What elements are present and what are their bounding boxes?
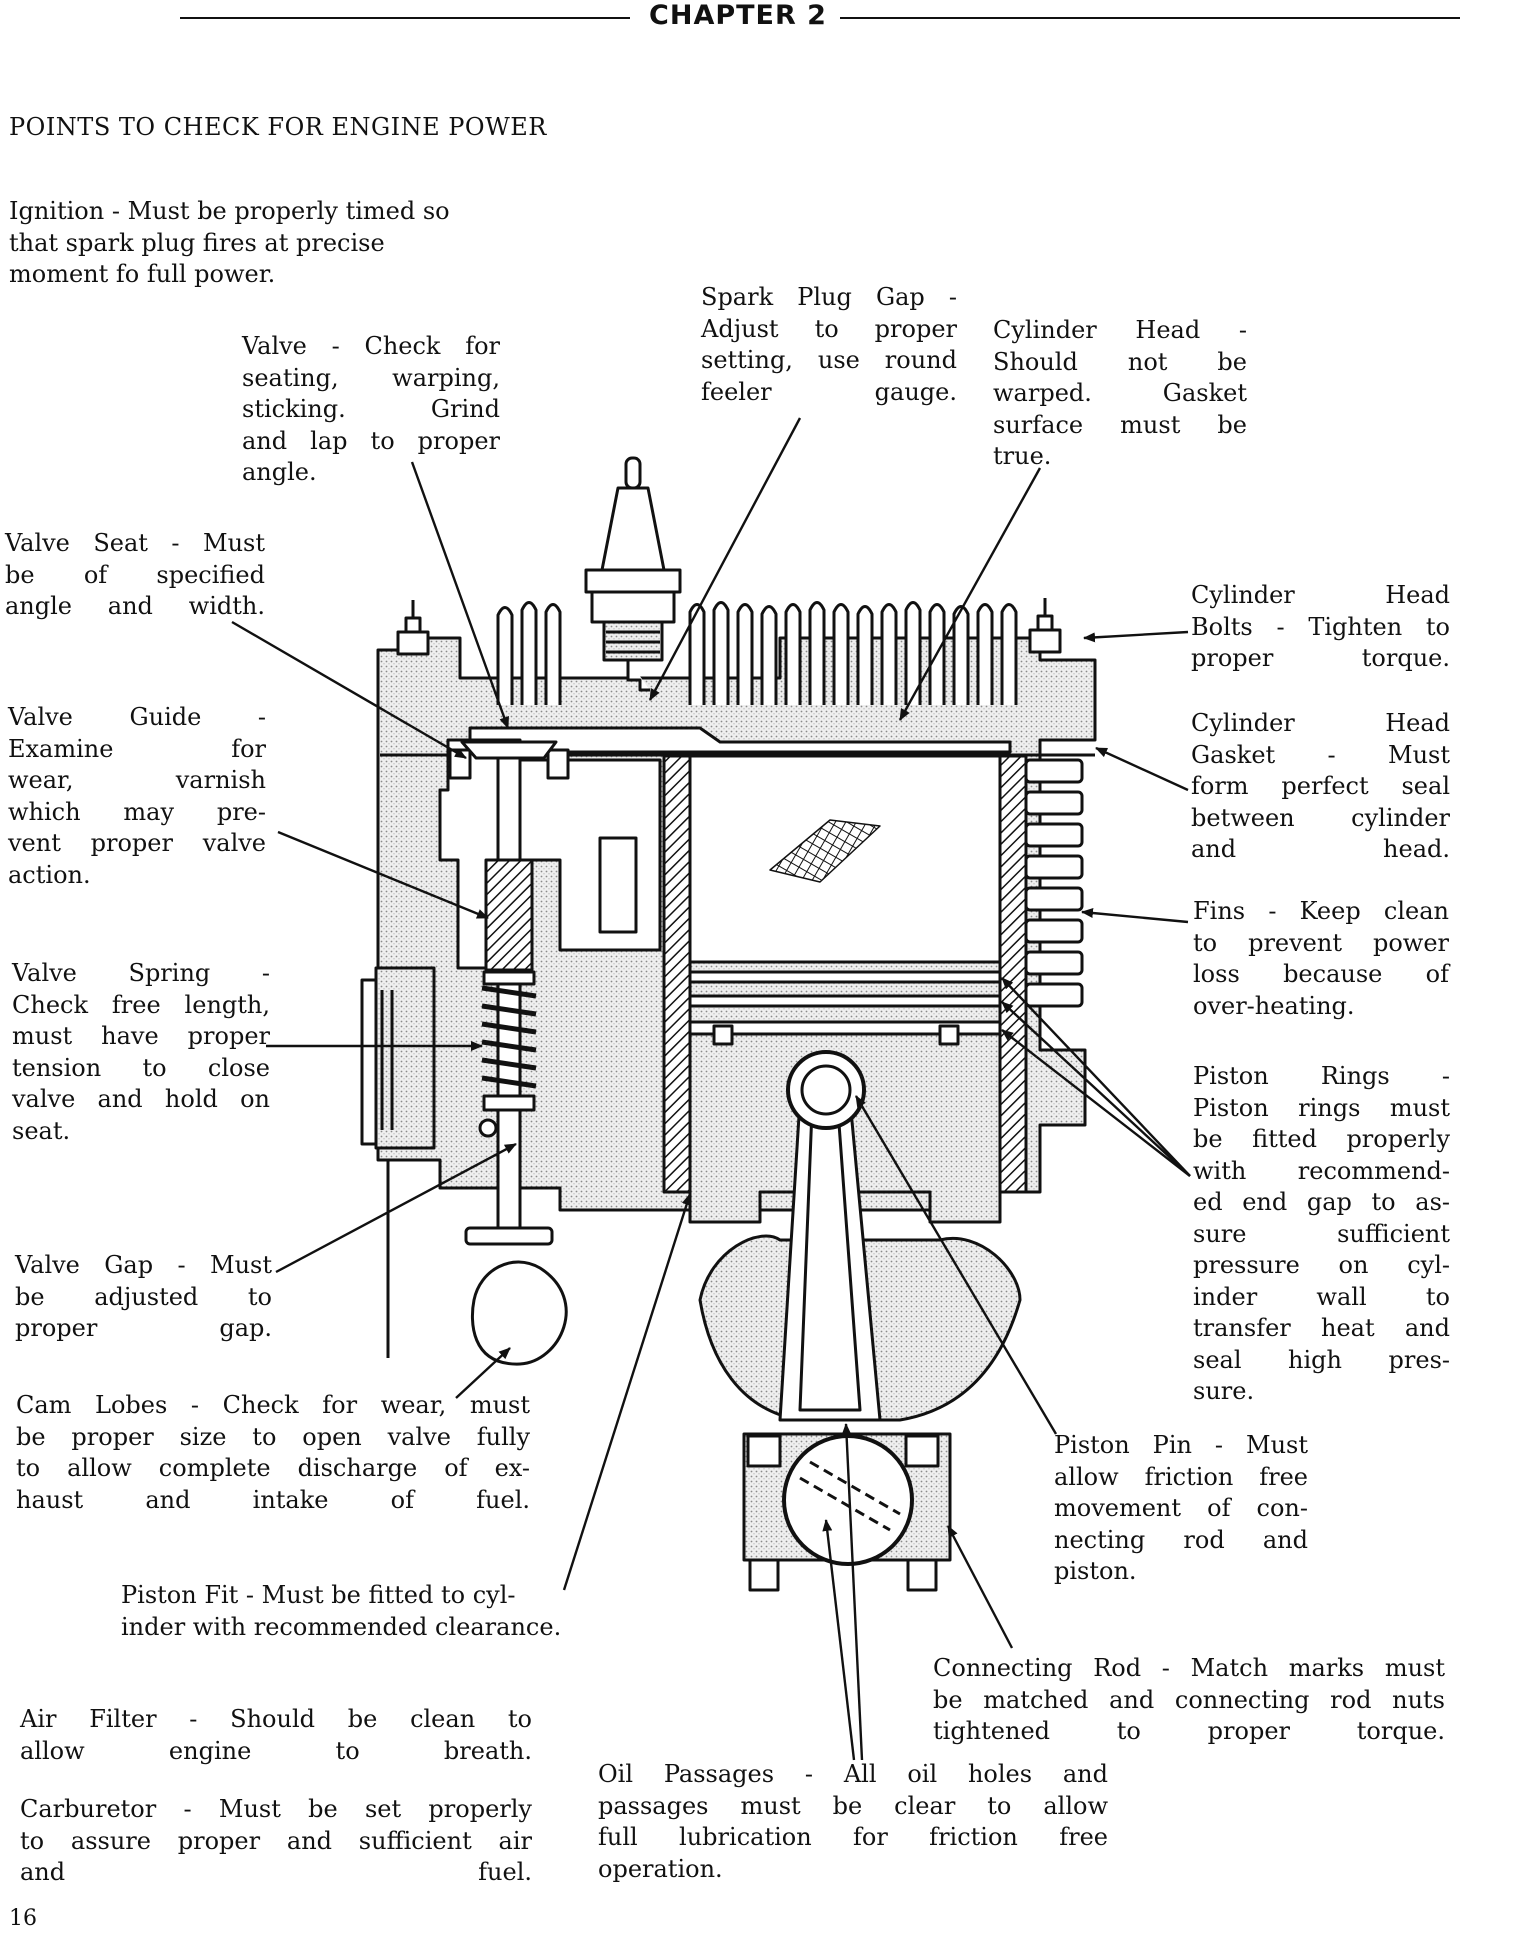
spark-plug [584, 456, 682, 692]
leader-cylinder-head [898, 467, 1042, 721]
header-rule-left [180, 17, 630, 19]
head-bolt-right [1028, 598, 1062, 654]
side-cooling-fins [1024, 758, 1084, 1008]
note-piston-fit: Piston Fit - Must be fitted to cyl- inde… [121, 1581, 562, 1641]
note-valve-seat: Valve Seat - Must be of specified angle … [5, 529, 265, 620]
chapter-title: CHAPTER 2 [649, 0, 827, 31]
leader-piston-rings-1 [1001, 977, 1191, 1177]
tappet [496, 1150, 522, 1232]
leader-oil-passages-1 [822, 1519, 856, 1761]
cylinder-wall-right [998, 754, 1028, 1194]
leader-cam-lobes [455, 1347, 511, 1399]
leader-valve-seat [231, 620, 467, 760]
valve-seat-right [546, 748, 570, 780]
leader-valve-guide [277, 830, 489, 920]
leader-piston-pin [854, 1095, 1058, 1435]
note-valve-gap: Valve Gap - Must be adjusted to proper g… [15, 1251, 272, 1342]
leader-piston-rings-3 [1001, 1029, 1191, 1177]
valve-head [460, 740, 558, 760]
cam-lobe [470, 1260, 568, 1366]
rod-nuts [746, 1434, 940, 1592]
leader-oil-passages-2 [841, 1423, 864, 1761]
note-fins: Fins - Keep clean to prevent power loss … [1193, 897, 1449, 1020]
leader-head-bolts [1083, 630, 1189, 643]
note-piston-rings: Piston Rings - Piston rings must be fitt… [1193, 1062, 1450, 1405]
page-title: POINTS TO CHECK FOR ENGINE POWER [9, 113, 547, 141]
cylinder-head-fins [496, 601, 1018, 705]
cylinder-wall-left [662, 754, 692, 1194]
note-valve-guide: Valve Guide - Examine for wear, varnish … [8, 703, 266, 889]
note-cam-lobes: Cam Lobes - Check for wear, must be prop… [16, 1391, 530, 1514]
note-cylinder-head-gasket: Cylinder Head Gasket - Must form perfect… [1191, 709, 1450, 863]
note-cylinder-head: Cylinder Head - Should not be warped. Ga… [993, 316, 1247, 470]
note-carburetor: Carburetor - Must be set properly to ass… [20, 1795, 532, 1886]
valve-spring [481, 985, 537, 1089]
combustion-mesh [769, 819, 881, 883]
note-ignition: Ignition - Must be properly timed so tha… [9, 197, 450, 288]
leader-piston-rings-2 [1001, 1001, 1191, 1177]
note-valve: Valve - Check for seating, warping, stic… [242, 332, 500, 486]
header-rule-right [840, 17, 1460, 19]
valve-guide [484, 858, 534, 972]
crank-journal [782, 1434, 914, 1566]
note-oil-passages: Oil Passages - All oil holes and passage… [598, 1760, 1108, 1883]
head-bolt-left [396, 600, 430, 656]
leader-valve [410, 461, 510, 729]
note-cylinder-head-bolts: Cylinder Head Bolts - Tighten to proper … [1191, 581, 1450, 672]
note-connecting-rod: Connecting Rod - Match marks must be mat… [933, 1654, 1445, 1745]
leader-connecting-rod [946, 1525, 1014, 1649]
piston-ring-grooves [688, 970, 1002, 1036]
chapter-header: CHAPTER 2 [0, 0, 1536, 40]
leader-valve-gap [275, 1142, 517, 1274]
note-spark-plug-gap: Spark Plug Gap - Adjust to proper settin… [701, 283, 957, 406]
note-piston-pin: Piston Pin - Must allow friction free mo… [1054, 1431, 1308, 1585]
breather-cover [374, 966, 436, 1150]
note-valve-spring: Valve Spring - Check free length, must h… [12, 959, 270, 1145]
leader-spark-plug-gap [648, 417, 802, 701]
note-air-filter: Air Filter - Should be clean to allow en… [20, 1705, 532, 1765]
leader-head-gasket [1095, 746, 1189, 792]
leader-fins [1081, 908, 1189, 924]
leader-piston-fit [562, 1193, 692, 1591]
page-number: 16 [9, 1906, 37, 1931]
